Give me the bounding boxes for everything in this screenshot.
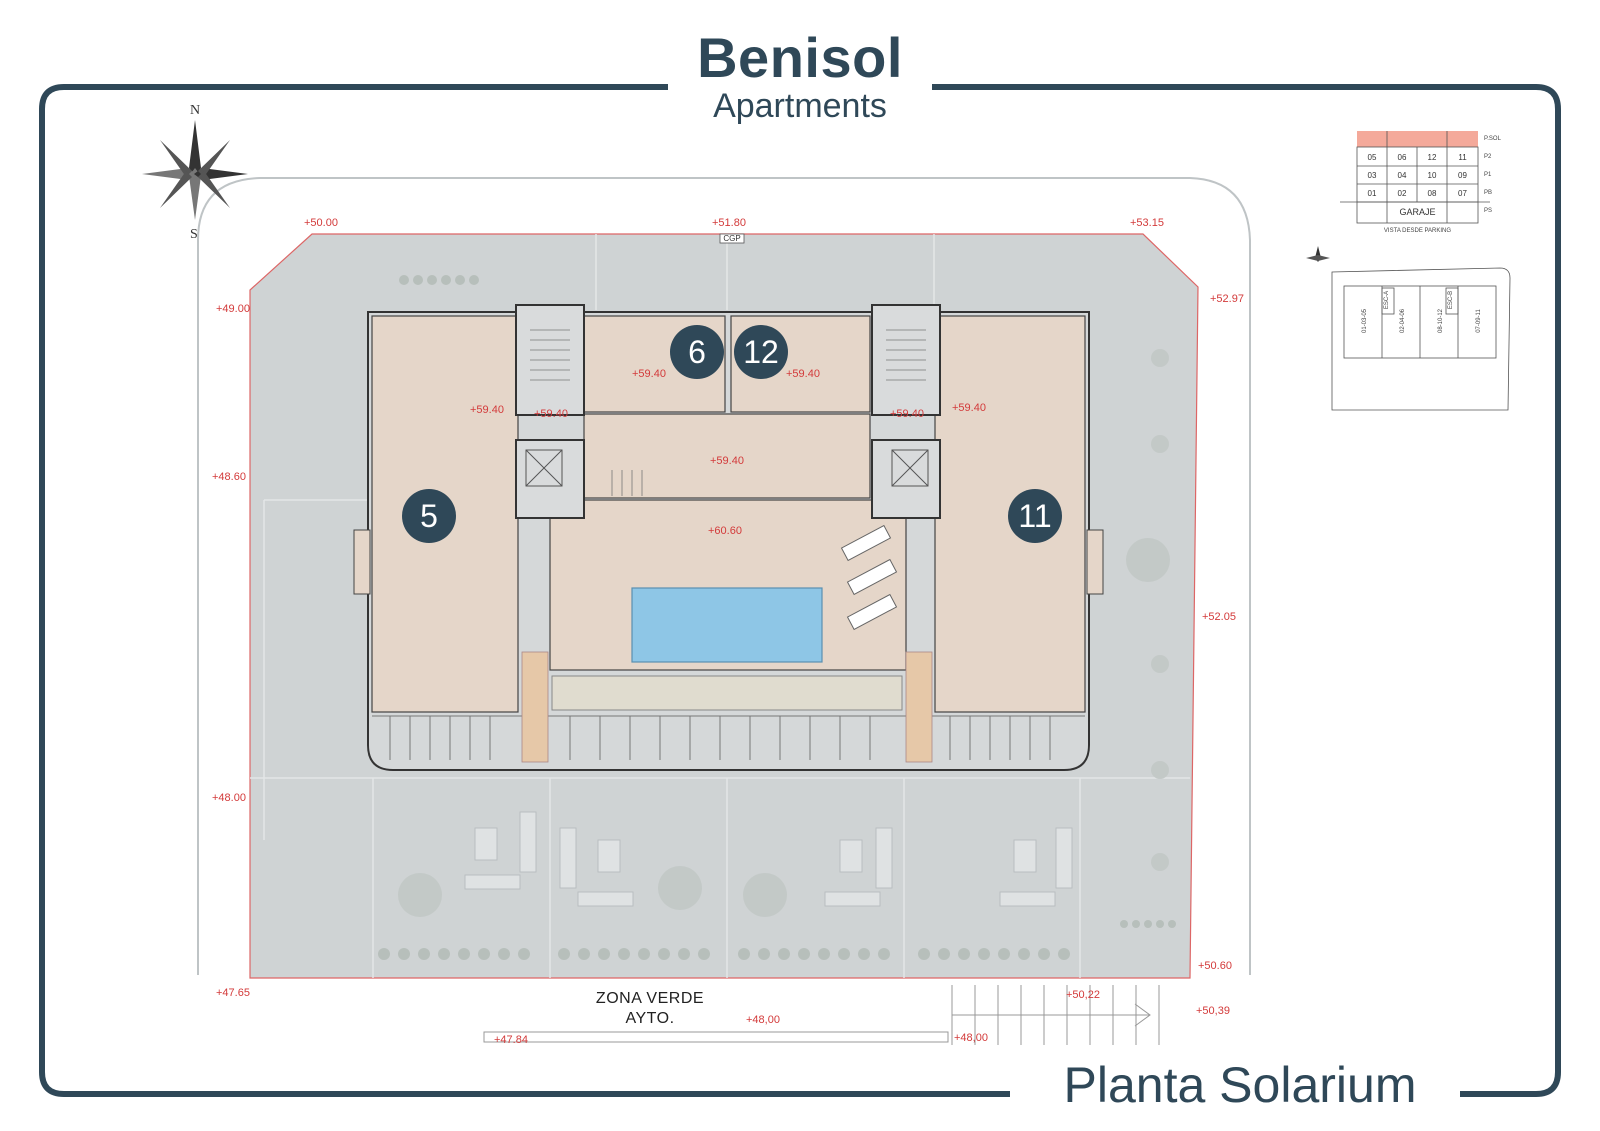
frame-border-right (932, 84, 1561, 1097)
compass-rose-icon (142, 120, 248, 220)
garden-furniture (464, 811, 1073, 907)
frame-border-left (39, 84, 1010, 1097)
brand-subtitle: Apartments (713, 87, 887, 125)
elevation-label: +52.97 (1210, 293, 1244, 305)
key-unit: 09 (1458, 171, 1467, 180)
garden-divisions (250, 234, 1190, 978)
elevation-label: +52.05 (1202, 611, 1236, 623)
key-unit: 02 (1397, 189, 1407, 198)
elevators (525, 449, 929, 487)
elevation-label: +50.00 (304, 217, 338, 229)
unit-badge-5: 5 (402, 489, 456, 543)
side-balconies (353, 529, 1104, 595)
elevation-label: +48,00 (954, 1032, 988, 1044)
community-pool (631, 587, 823, 663)
compass-north: N (190, 103, 201, 118)
key-unit: 05 (1367, 153, 1377, 162)
key-unit: 06 (1397, 153, 1407, 162)
elevation-label: +59.40 (632, 368, 666, 380)
key-level: PS (1484, 208, 1493, 214)
key-plan-site (1331, 267, 1511, 411)
elevation-label: +59.40 (710, 455, 744, 467)
unit-badge-6: 6 (670, 325, 724, 379)
elevation-label: +48.60 (212, 471, 246, 483)
access-ramp (483, 985, 1160, 1045)
key-level: P1 (1484, 172, 1492, 178)
elevation-label: +60.60 (708, 525, 742, 537)
elevation-label: +59.40 (534, 408, 568, 420)
side-stairs (521, 651, 933, 763)
site-block: 07-09-11 (1476, 309, 1482, 333)
key-level: P.SOL (1484, 136, 1501, 142)
brand-title: Benisol (697, 26, 903, 89)
elevation-label: +59.40 (470, 404, 504, 416)
zona-verde-sub: AYTO. (625, 1010, 675, 1027)
garden-plants (398, 349, 1170, 917)
compass-south: S (190, 227, 198, 242)
unit-badge-11: 11 (1008, 489, 1062, 543)
key-unit: 07 (1458, 189, 1467, 198)
elevation-label: +59.40 (890, 408, 924, 420)
site-block: 02-04-06 (1400, 308, 1406, 334)
elevation-label: +48,00 (746, 1014, 780, 1026)
elevation-label: +49.00 (216, 303, 250, 315)
elevation-label: +48.00 (212, 792, 246, 804)
sun-loungers (840, 524, 898, 631)
key-plan-compass-icon (1306, 246, 1330, 262)
hedge-row (378, 275, 1176, 960)
site-boundary (197, 177, 1251, 975)
key-unit: 01 (1367, 189, 1377, 198)
key-plan-elevation (1340, 131, 1490, 224)
elevation-label: +53.15 (1130, 217, 1164, 229)
site-esc-b: ESC-B (1448, 290, 1454, 310)
elevation-label: +59.40 (952, 402, 986, 414)
pergola (372, 715, 1085, 760)
site-block: 01-03-05 (1362, 308, 1368, 334)
plan-title: Planta Solarium (1063, 1057, 1417, 1113)
zona-verde-label: ZONA VERDE (595, 990, 705, 1007)
key-unit: 04 (1397, 171, 1407, 180)
key-unit: 03 (1367, 171, 1377, 180)
elevation-label: +59.40 (786, 368, 820, 380)
elevation-label: +51.80 (712, 217, 746, 229)
unit-badge-12: 12 (734, 325, 788, 379)
key-level: PB (1484, 190, 1493, 196)
key-level: P2 (1484, 154, 1492, 160)
planter-strip (551, 675, 903, 711)
key-garage: GARAJE (1399, 207, 1436, 217)
cgp-label: CGP (723, 234, 741, 243)
key-caption: VISTA DESDE PARKING (1383, 228, 1452, 234)
elevation-label: +47.65 (216, 987, 250, 999)
elevation-label: +47.84 (494, 1034, 528, 1046)
key-unit: 08 (1427, 189, 1437, 198)
key-unit: 12 (1427, 153, 1437, 162)
key-unit: 11 (1458, 153, 1467, 162)
elevation-label: +50.60 (1198, 960, 1232, 972)
site-block: 08-10-12 (1438, 308, 1444, 334)
elevation-label: +50,39 (1196, 1005, 1230, 1017)
cgp-box (719, 233, 745, 244)
stair-steps (530, 329, 926, 496)
elevation-label: +50,22 (1066, 989, 1100, 1001)
site-esc-a: ESC-A (1384, 290, 1390, 310)
key-unit: 10 (1427, 171, 1437, 180)
stair-core-a (515, 304, 585, 519)
